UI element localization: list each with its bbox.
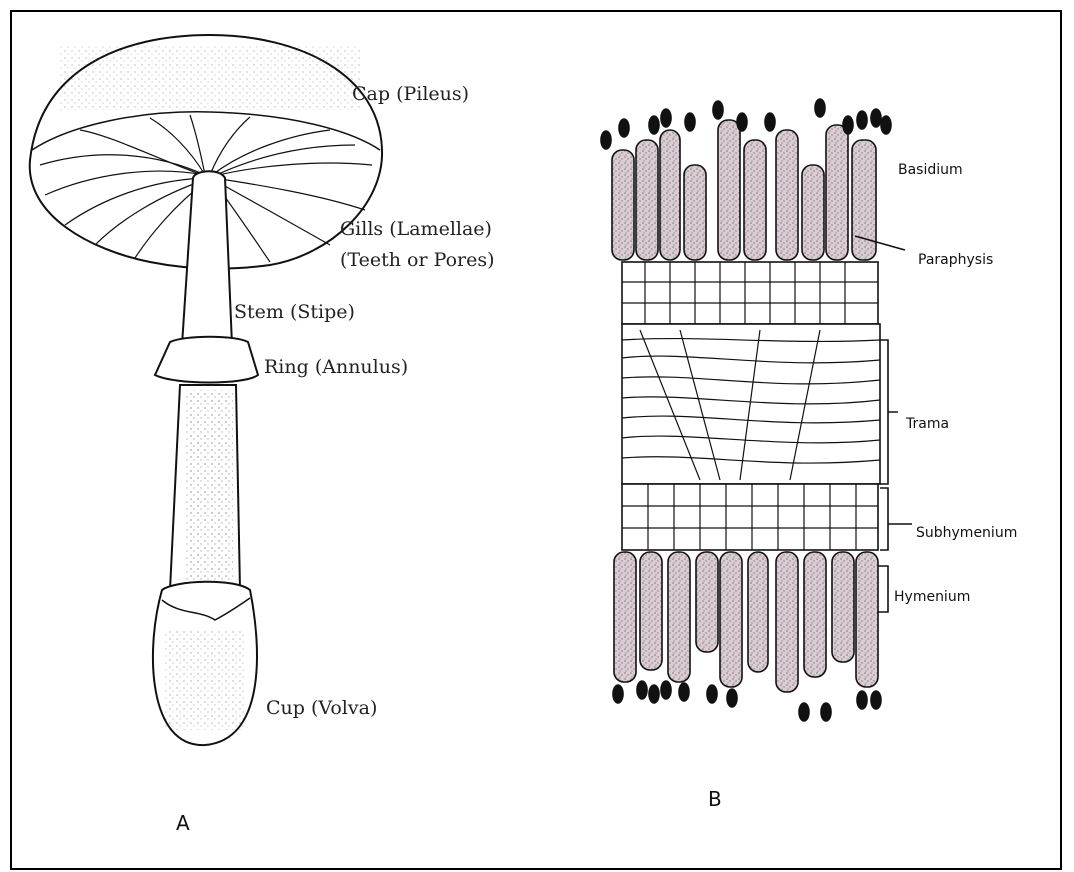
label-gills-alt: (Teeth or Pores) xyxy=(340,249,495,271)
label-subhymenium: Subhymenium xyxy=(916,525,1017,541)
lower-cell-band xyxy=(622,484,878,550)
panel-letter-b: B xyxy=(708,787,722,811)
label-basidium: Basidium xyxy=(898,162,963,178)
label-hymenium: Hymenium xyxy=(894,589,970,605)
label-cap: Cap (Pileus) xyxy=(352,83,469,105)
label-paraphysis: Paraphysis xyxy=(918,252,993,268)
lower-sterigmata xyxy=(613,681,881,721)
panel-letter-a: A xyxy=(176,811,190,835)
mushroom-drawing xyxy=(30,35,382,745)
label-trama: Trama xyxy=(905,416,949,432)
label-cup: Cup (Volva) xyxy=(266,697,377,719)
gill-section-drawing xyxy=(601,99,912,721)
trama-band xyxy=(622,324,880,484)
upper-cell-band xyxy=(622,262,878,324)
label-gills: Gills (Lamellae) xyxy=(340,218,492,240)
label-ring: Ring (Annulus) xyxy=(264,356,408,378)
ring-shape xyxy=(155,337,258,383)
upper-basidia xyxy=(612,120,876,260)
lower-basidia xyxy=(614,552,878,692)
label-stem: Stem (Stipe) xyxy=(234,301,355,323)
